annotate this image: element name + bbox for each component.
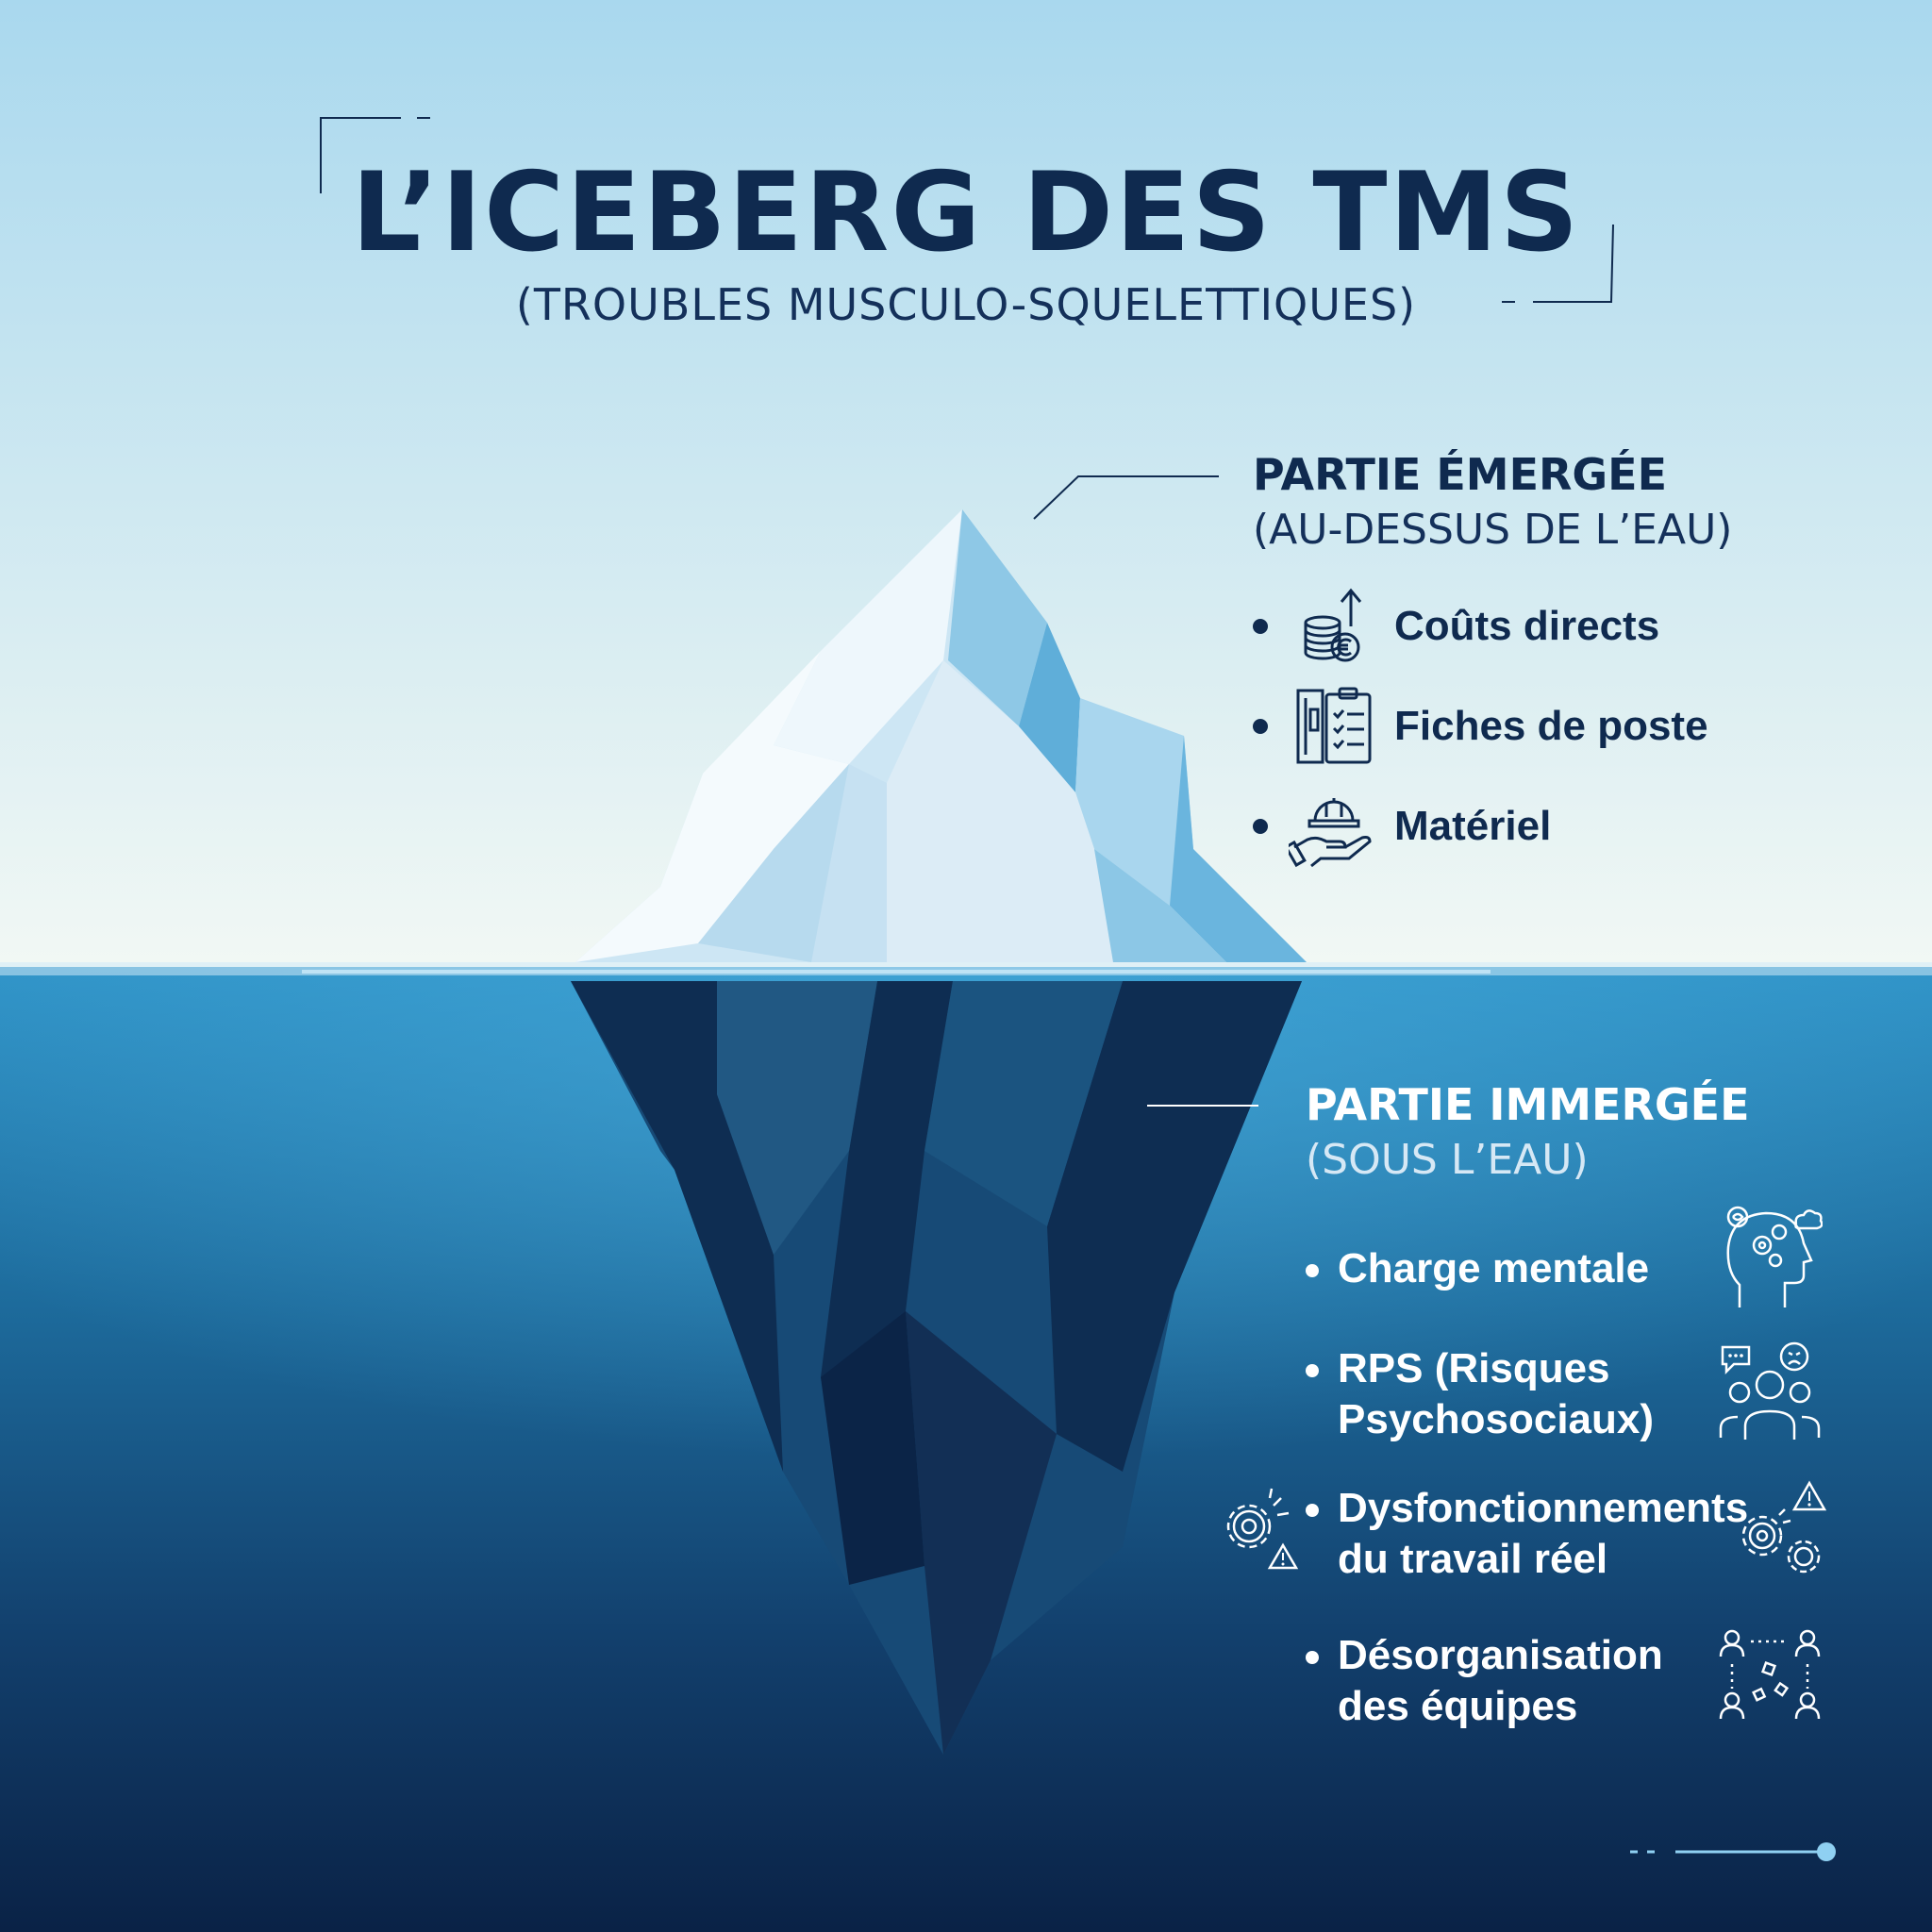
above-item-label: Coûts directs [1394, 603, 1660, 649]
coins-euro-arrow-icon [1304, 588, 1362, 662]
above-callout-line [1033, 475, 1219, 520]
bullet [1306, 1364, 1319, 1377]
above-item: Coûts directs [1253, 581, 1659, 672]
gears-warning-icon [1226, 1488, 1299, 1570]
title-frame [320, 117, 1614, 303]
above-item-label: Fiches de poste [1394, 703, 1708, 749]
iceberg-underwater [571, 981, 1302, 1755]
bullet [1306, 1504, 1319, 1517]
group-people-icon [1719, 1341, 1821, 1440]
bullet [1306, 1651, 1319, 1664]
above-item-label: Matériel [1394, 803, 1552, 849]
below-item-label: RPS (Risques Psychosociaux) [1338, 1345, 1655, 1442]
bullet [1253, 819, 1268, 834]
below-section-title: PARTIE IMMERGÉE [1306, 1079, 1750, 1130]
below-item: Dysfonctionnements du travail réel [1306, 1483, 1748, 1585]
below-item-label: Désorganisation des équipes [1338, 1632, 1663, 1729]
hand-helmet-icon [1289, 798, 1372, 868]
head-gears-icon [1726, 1206, 1823, 1307]
above-item: Matériel [1253, 781, 1551, 872]
iceberg-above [575, 509, 1307, 962]
above-item: Fiches de poste [1253, 681, 1708, 772]
bullet [1253, 619, 1268, 634]
below-section-subtitle: (SOUS L’EAU) [1306, 1136, 1589, 1184]
below-item-label: Dysfonctionnements du travail réel [1338, 1485, 1749, 1582]
below-item-label: Charge mentale [1338, 1245, 1650, 1291]
page-subtitle: (TROUBLES MUSCULO-SQUELETTIQUES) [515, 279, 1417, 330]
slide-indicator [1630, 1842, 1836, 1861]
below-item: Désorganisation des équipes [1306, 1630, 1663, 1732]
above-section-title: PARTIE ÉMERGÉE [1253, 449, 1668, 500]
scattered-team-icon [1719, 1629, 1821, 1720]
page-title: L’ICEBERG DES TMS [351, 149, 1581, 276]
bullet [1306, 1264, 1319, 1277]
gears-warning-icon [1741, 1480, 1827, 1574]
above-section-subtitle: (AU-DESSUS DE L’EAU) [1253, 506, 1733, 554]
binder-checklist-icon [1296, 687, 1372, 764]
below-item: RPS (Risques Psychosociaux) [1306, 1343, 1654, 1445]
below-item: Charge mentale [1306, 1243, 1649, 1294]
bullet [1253, 719, 1268, 734]
